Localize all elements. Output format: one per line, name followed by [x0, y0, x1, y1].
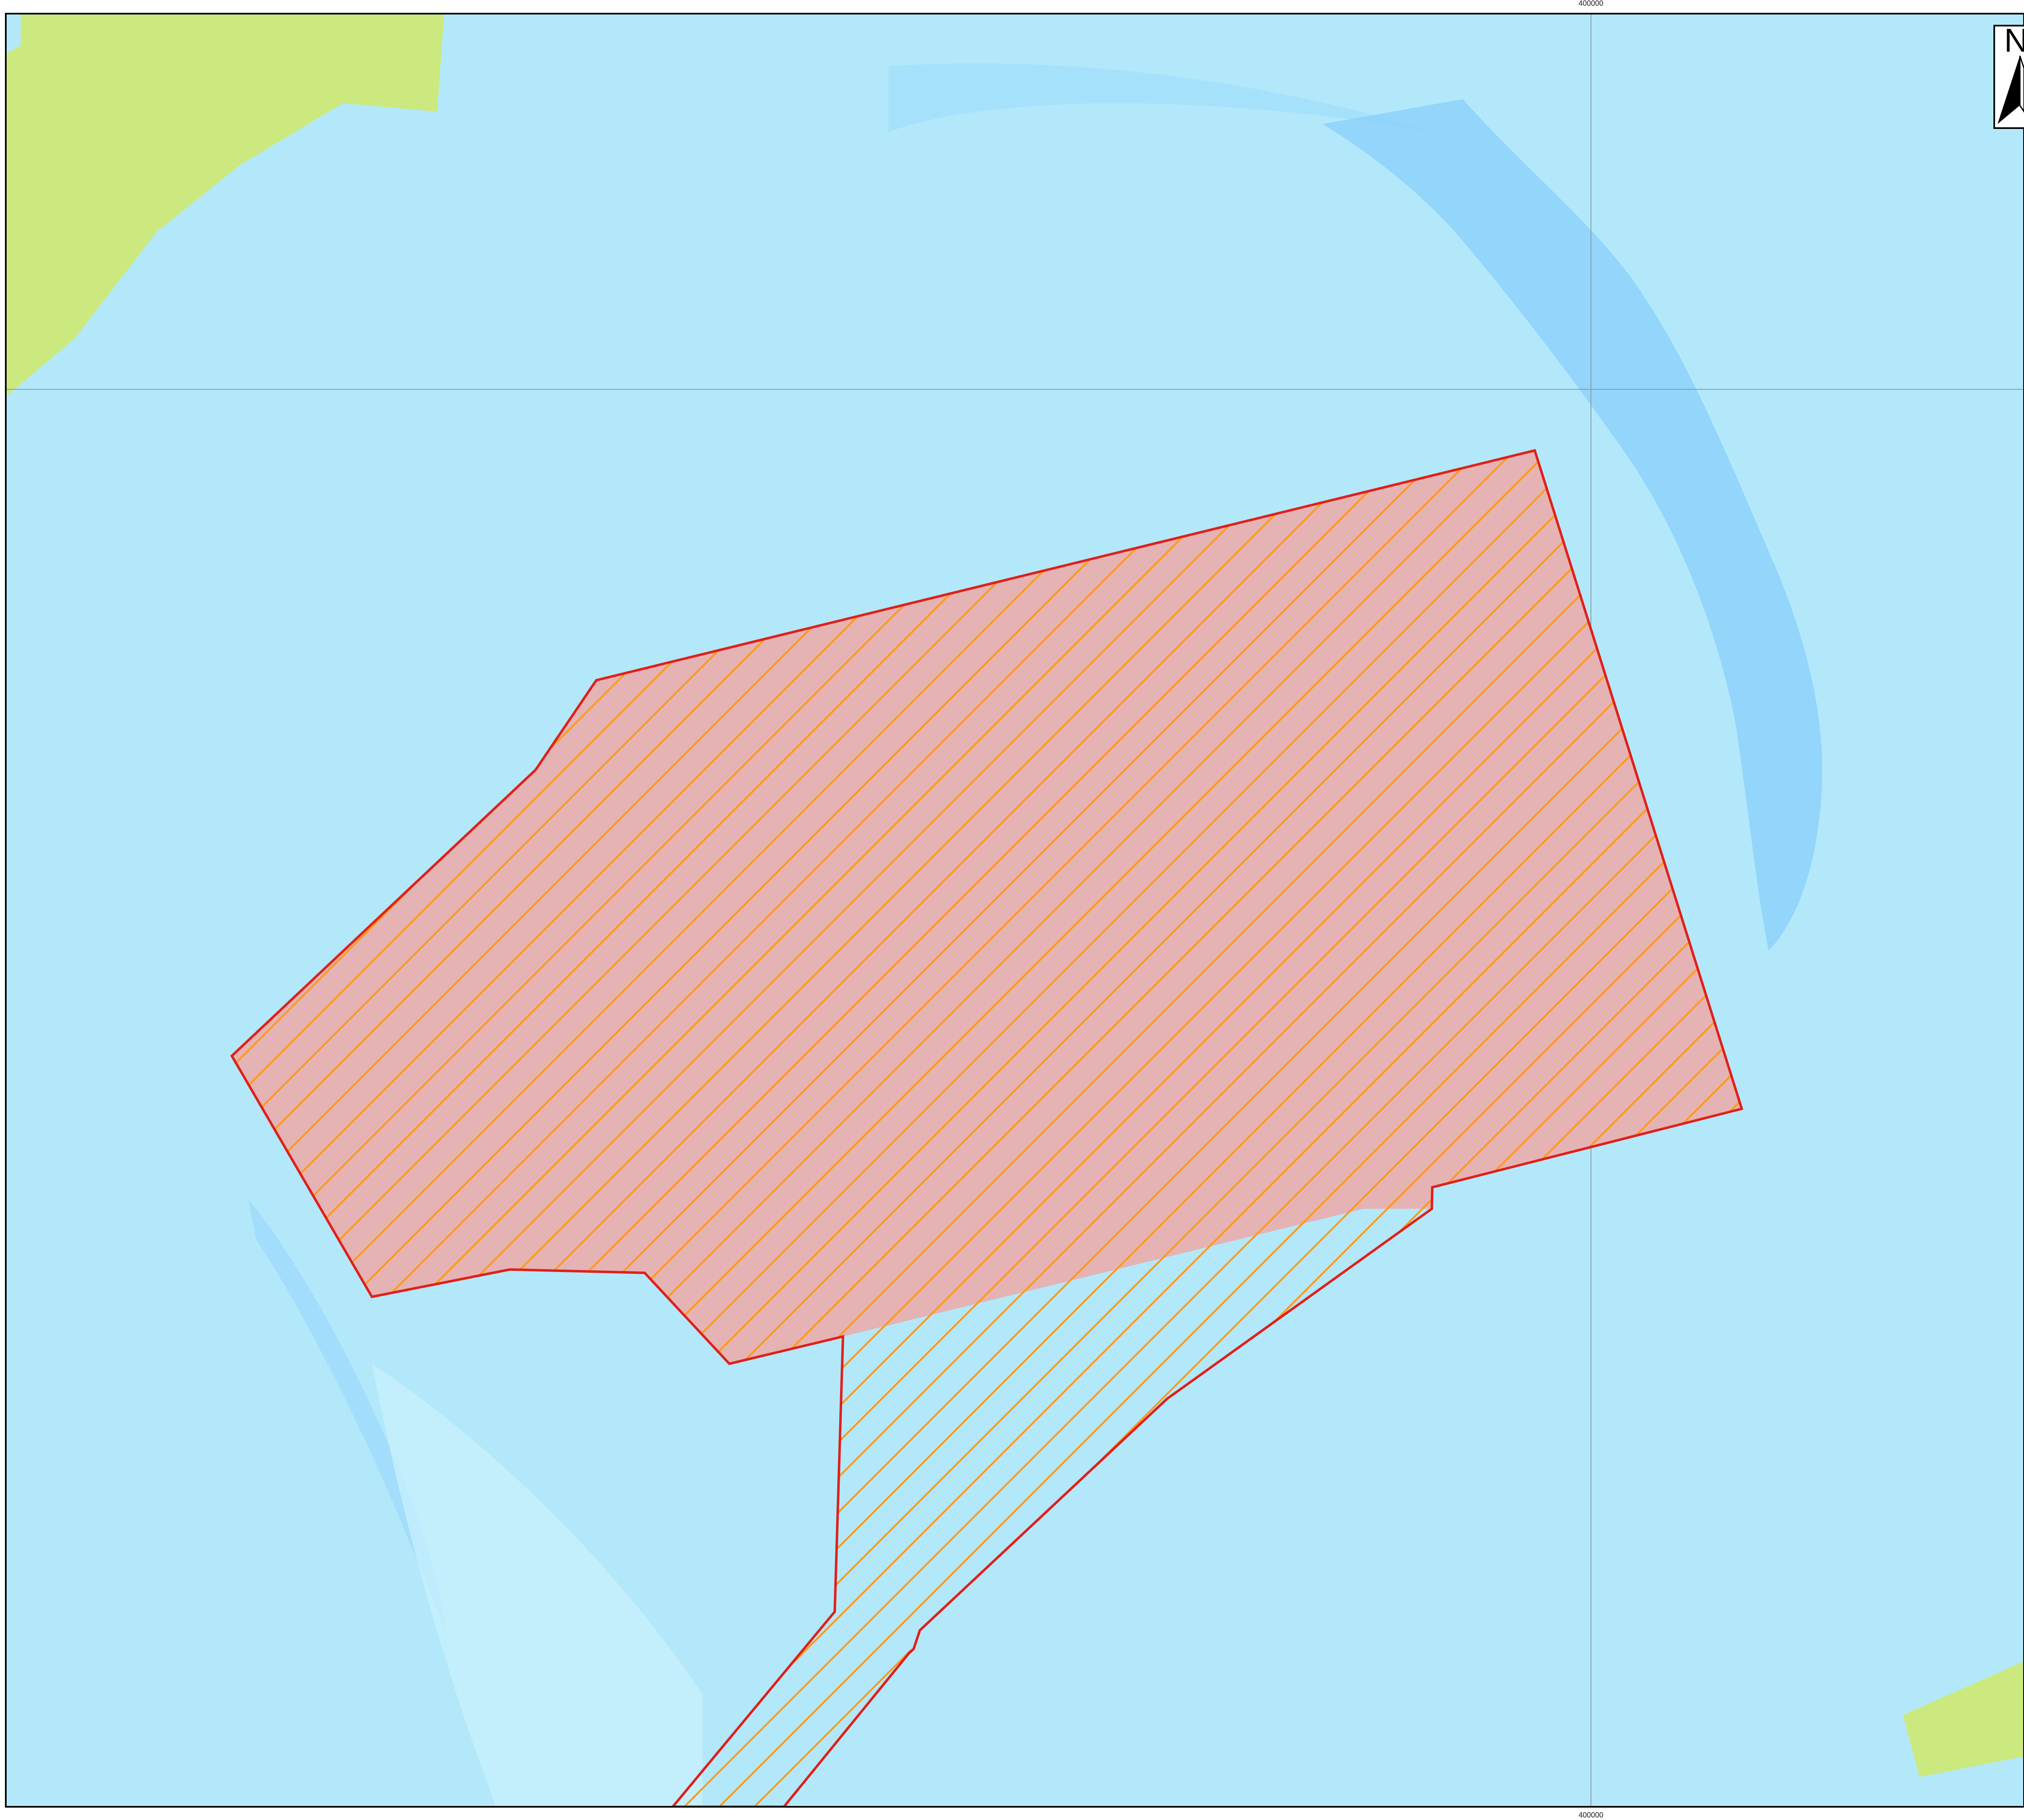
north-arrow: N	[1993, 22, 2024, 129]
map-border	[5, 13, 2024, 1808]
site-area-main-hatch	[232, 450, 1742, 1364]
cable-corridor-area[interactable]	[673, 1187, 1432, 1807]
site-boundary-outline	[230, 449, 1743, 1807]
north-arrow-letter: N	[2004, 22, 2024, 59]
land-northwest	[6, 14, 444, 397]
deep-channel-west	[248, 1198, 446, 1632]
grid-label-top: 400000	[1579, 0, 1603, 7]
north-arrow-icon	[1998, 56, 2020, 124]
lighter-shoal	[372, 1364, 702, 1807]
deep-channel-east	[1322, 99, 1822, 950]
shallow-bank-ridge	[888, 63, 1446, 136]
grid-label-bottom: 400000	[1579, 1811, 1603, 1819]
land-southeast	[1903, 1661, 2024, 1777]
